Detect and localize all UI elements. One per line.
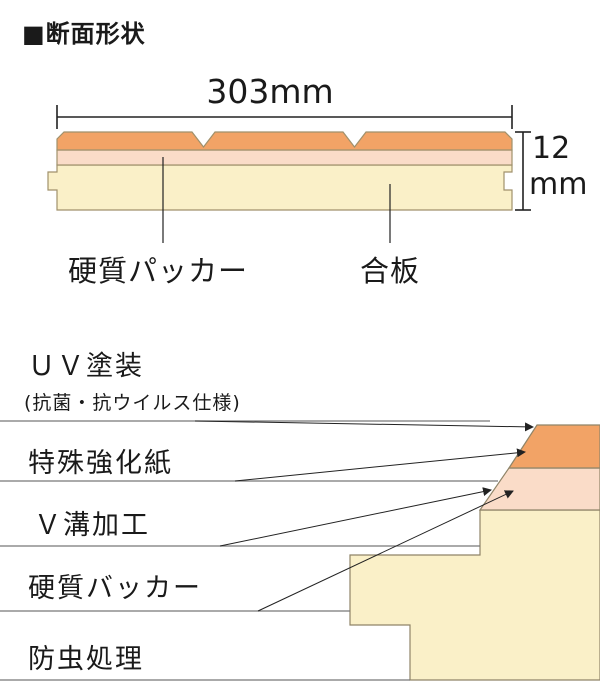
sample-backer-layer bbox=[478, 467, 600, 511]
page-title: ■断面形状 bbox=[22, 20, 146, 48]
plywood-layer bbox=[47, 164, 513, 211]
cross-section-diagram bbox=[47, 105, 531, 243]
uv-coating-leader bbox=[194, 420, 534, 432]
layer-item-reinforced-paper: 特殊強化紙 bbox=[28, 448, 173, 479]
sample-plywood-layer bbox=[349, 509, 600, 681]
v-groove-leader bbox=[219, 487, 492, 547]
width-dimension-label: 303mm bbox=[206, 72, 334, 111]
thickness-value-label: 12 bbox=[532, 131, 571, 166]
thickness-unit-label: mm bbox=[529, 167, 588, 202]
backer-part-label: 硬質パッカー bbox=[68, 254, 249, 288]
layer-item-v-groove: Ｖ溝加工 bbox=[34, 510, 150, 541]
backer-layer bbox=[56, 149, 513, 166]
hard-backer-leader bbox=[257, 490, 514, 612]
layer-item-hard-backer: 硬質バッカー bbox=[28, 573, 202, 604]
sample-surface-layer bbox=[507, 424, 600, 469]
width-dimension-line bbox=[56, 105, 513, 129]
layer-item-uv-coating-note: (抗菌・抗ウイルス仕様) bbox=[24, 392, 241, 414]
layer-construction-diagram bbox=[0, 420, 600, 681]
layer-item-uv-coating: ＵＶ塗装 bbox=[28, 351, 144, 382]
reinforced-paper-leader bbox=[234, 448, 526, 482]
surface-layer bbox=[56, 131, 513, 151]
plywood-part-label: 合板 bbox=[360, 254, 421, 288]
thickness-dimension-line bbox=[515, 131, 531, 211]
layer-leader-lines bbox=[194, 420, 534, 612]
layer-rule-lines bbox=[0, 420, 498, 681]
layer-item-insect-treatment: 防虫処理 bbox=[28, 644, 144, 675]
